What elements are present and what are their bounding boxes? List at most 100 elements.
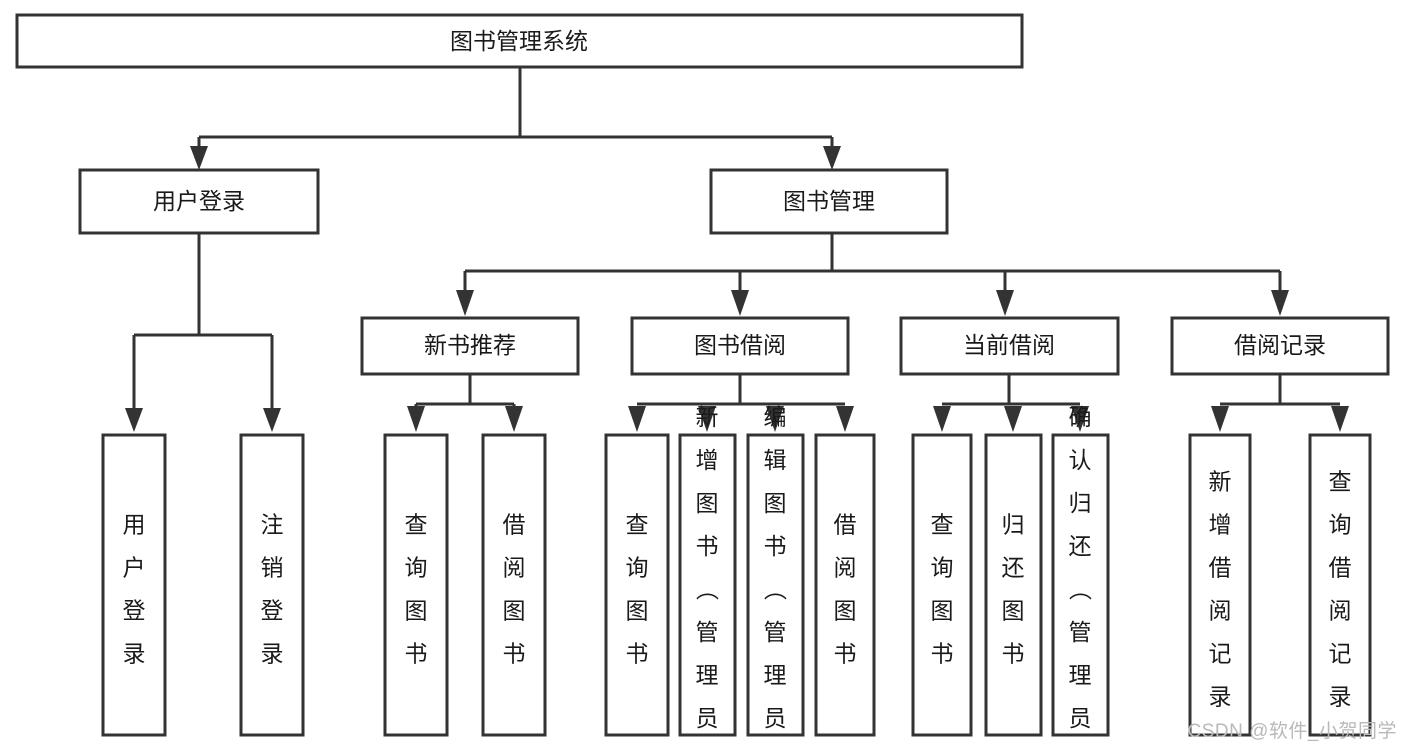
arrow-head-leaf-query-book-2 <box>628 406 646 432</box>
node-current-borrow-box[interactable] <box>899 316 1120 376</box>
leaf-label-char: 认 <box>1069 447 1092 473</box>
leaf-label-char: 归 <box>1069 490 1092 516</box>
leaf-node-user-login-vtext: 用户登录 <box>123 512 146 667</box>
leaf-label-char: 图 <box>1002 598 1025 624</box>
node-root[interactable]: 图书管理系统 <box>15 13 1024 69</box>
leaf-node-query-book-1-box[interactable] <box>383 433 449 737</box>
leaf-label-char: 录 <box>1329 684 1352 710</box>
leaf-node-user-login[interactable]: 用户登录 <box>101 433 167 737</box>
node-new-book-recommend[interactable]: 新书推荐 <box>360 316 580 376</box>
leaf-node-query-book-3-box[interactable] <box>911 433 973 737</box>
arrow-head-leaf-add-record <box>1211 406 1229 432</box>
leaf-label-char: 阅 <box>1209 598 1232 624</box>
arrow-head-leaf-query-book-3 <box>933 406 951 432</box>
node-book-manage-box[interactable] <box>709 168 949 235</box>
leaf-label-char: 员 <box>764 705 787 731</box>
node-borrow-record-box[interactable] <box>1170 316 1390 376</box>
leaf-label-char: 录 <box>1209 684 1232 710</box>
leaf-node-return-book-box[interactable] <box>984 433 1043 737</box>
leaf-label-char: 理 <box>696 662 719 688</box>
leaf-label-char: 记 <box>1209 641 1232 667</box>
leaf-label-char: 书 <box>1002 641 1025 667</box>
node-new-book-recommend-label: 新书推荐 <box>424 332 516 358</box>
leaf-label-char: 阅 <box>834 555 857 581</box>
leaf-node-logout-box[interactable] <box>239 433 305 737</box>
leaf-node-query-record-box[interactable] <box>1308 433 1372 737</box>
leaf-label-char: 书 <box>696 533 719 559</box>
arrow-head-leaf-borrow-book-1 <box>505 406 523 432</box>
node-book-borrow-box[interactable] <box>630 316 850 376</box>
leaf-label-char: 记 <box>1329 641 1352 667</box>
leaf-label-char: 管 <box>1069 619 1092 645</box>
arrow-head-leaf-logout <box>263 408 281 432</box>
arrow-head-leaf-query-book-1 <box>407 406 425 432</box>
leaf-node-query-book-2-box[interactable] <box>604 433 670 737</box>
node-book-manage[interactable]: 图书管理 <box>709 168 949 235</box>
leaf-node-borrow-book-2-box[interactable] <box>814 433 876 737</box>
leaf-label-char: （ <box>1067 578 1093 601</box>
node-book-manage-label: 图书管理 <box>783 188 875 214</box>
leaf-label-char: 询 <box>626 555 649 581</box>
leaf-label-char: 借 <box>834 512 857 538</box>
leaf-label-char: 员 <box>696 705 719 731</box>
node-current-borrow[interactable]: 当前借阅 <box>899 316 1120 376</box>
leaf-node-confirm-return-box[interactable] <box>1051 433 1110 737</box>
leaf-label-char: 查 <box>626 512 649 538</box>
leaf-label-char: 书 <box>931 641 954 667</box>
leaf-label-char: 录 <box>261 641 284 667</box>
leaf-label-char: 注 <box>261 512 284 538</box>
leaf-label-char: 辑 <box>764 447 787 473</box>
node-new-book-recommend-box[interactable] <box>360 316 580 376</box>
connector-layer <box>125 67 1349 432</box>
node-user-login-label: 用户登录 <box>153 188 245 214</box>
leaf-label-char: 编 <box>764 404 787 430</box>
leaf-label-char: 新 <box>696 404 719 430</box>
leaf-label-char: 图 <box>626 598 649 624</box>
leaf-label-char: 查 <box>931 512 954 538</box>
arrow-head-leaf-user-login <box>125 408 143 432</box>
leaf-label-char: 图 <box>405 598 428 624</box>
leaf-node-borrow-book-1-box[interactable] <box>481 433 547 737</box>
leaf-label-char: 书 <box>503 641 526 667</box>
node-user-login-box[interactable] <box>78 168 320 235</box>
arrow-head-leaf-return-book <box>1004 406 1022 432</box>
leaf-node-edit-book-box[interactable] <box>746 433 805 737</box>
leaf-label-char: 增 <box>696 447 719 473</box>
leaf-label-char: （ <box>762 578 788 601</box>
leaf-label-char: 归 <box>1002 512 1025 538</box>
arrow-head-current-borrow <box>996 290 1014 316</box>
arrow-head-book-manage <box>823 146 841 170</box>
leaf-node-add-record-box[interactable] <box>1188 433 1252 737</box>
node-book-borrow[interactable]: 图书借阅 <box>630 316 850 376</box>
leaf-node-user-login-box[interactable] <box>101 433 167 737</box>
node-borrow-record-label: 借阅记录 <box>1234 332 1326 358</box>
leaf-label-char: 图 <box>931 598 954 624</box>
node-borrow-record[interactable]: 借阅记录 <box>1170 316 1390 376</box>
node-user-login[interactable]: 用户登录 <box>78 168 320 235</box>
leaf-label-char: 还 <box>1002 555 1025 581</box>
leaf-node-add-book-box[interactable] <box>678 433 737 737</box>
arrow-head-book-borrow <box>731 290 749 316</box>
leaf-label-char: 图 <box>834 598 857 624</box>
node-root-box[interactable] <box>15 13 1024 69</box>
leaf-label-char: 询 <box>1329 512 1352 538</box>
leaf-label-char: 书 <box>626 641 649 667</box>
leaf-label-char: 还 <box>1069 533 1092 559</box>
